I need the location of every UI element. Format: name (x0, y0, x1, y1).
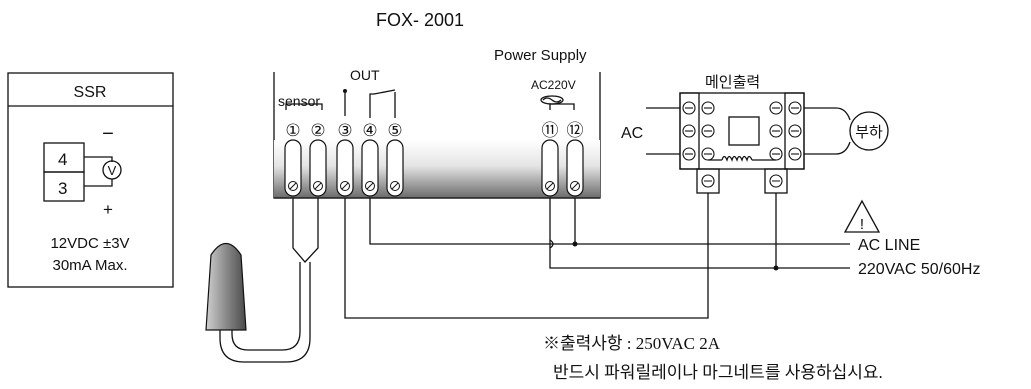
ssr-title: SSR (74, 84, 107, 101)
load-label: 부하 (855, 124, 883, 141)
terminal-4: ④ (362, 121, 377, 140)
terminal-2: ② (310, 121, 325, 140)
ssr-spec-voltage: 12VDC ±3V (50, 235, 129, 252)
warning-icon: ! (843, 199, 881, 233)
controller-unit: OUT sensor AC220V ① ② ③ ④ ⑤ ⑪ ⑫ (273, 67, 601, 199)
ssr-plus: + (103, 200, 113, 219)
terminal-11: ⑪ (542, 121, 559, 140)
out-label: OUT (350, 67, 380, 83)
contactor-title: 메인출력 (705, 74, 760, 91)
svg-text:!: ! (860, 216, 864, 233)
ssr-minus: − (102, 123, 114, 145)
wiring-lines (344, 193, 850, 319)
voltage-label: 220VAC 50/60Hz (858, 261, 980, 278)
ssr-terminal-3-label: 3 (58, 179, 67, 198)
sensor-label: sensor (278, 93, 320, 109)
terminal-12: ⑫ (567, 121, 584, 140)
ac-line-label: AC LINE (858, 237, 920, 254)
ssr-terminal-4-label: 4 (58, 150, 67, 169)
terminal-5: ⑤ (387, 121, 402, 140)
load-icon (849, 111, 889, 151)
terminal-1: ① (285, 121, 300, 140)
diagram-title: FOX- 2001 (376, 10, 464, 30)
terminal-3: ③ (337, 121, 352, 140)
temperature-probe-icon (205, 242, 247, 331)
sensor-probe (205, 198, 319, 363)
instruction-note: 반드시 파워릴레이나 마그네트를 사용하십시요. (553, 363, 883, 382)
voltmeter-icon (102, 160, 122, 180)
contactor-ac-label: AC (621, 125, 643, 142)
terminal-screws (284, 139, 584, 197)
main-contactor: 메인출력 AC 부하 (621, 74, 889, 194)
ac220v-label: AC220V (531, 78, 576, 92)
voltmeter-label: V (108, 163, 117, 178)
ssr-spec-current: 30mA Max. (52, 257, 127, 274)
ssr-module: SSR 4 3 V − + 12VDC ±3V 30mA Max. (7, 72, 174, 288)
rating-note: ※출력사항 : 250VAC 2A (543, 334, 721, 353)
power-supply-label: Power Supply (494, 47, 587, 64)
ssr-frame (7, 72, 174, 288)
coil-icon (708, 155, 776, 162)
